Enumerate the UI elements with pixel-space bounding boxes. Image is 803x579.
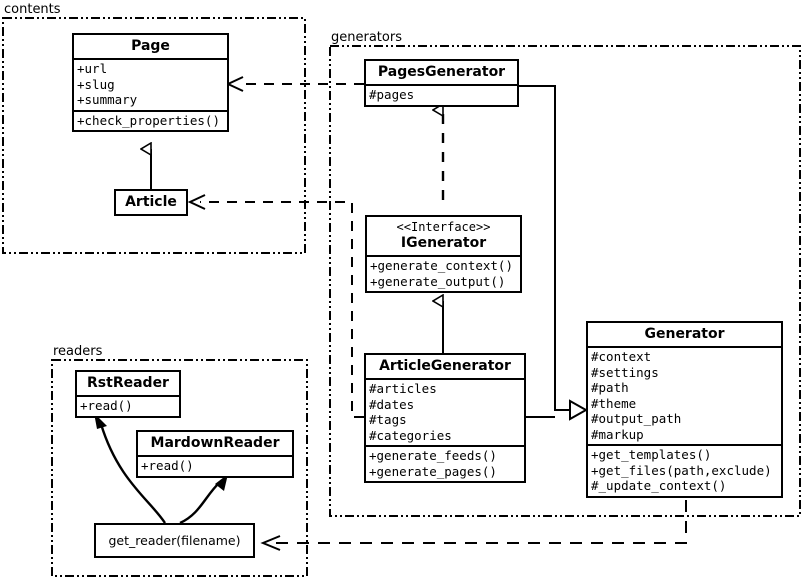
attribute: #markup [591,426,644,442]
method: +read() [80,398,133,413]
function-get-reader[interactable]: get_reader(filename) [94,523,255,558]
class-page-methods: +check_properties() [74,109,227,131]
method: #_update_context() [591,478,727,493]
package-label-contents: contents [4,2,61,17]
class-igenerator-stereotype: <<Interface>> [396,220,491,234]
class-igenerator[interactable]: <<Interface>> IGenerator +generate_conte… [365,215,522,293]
class-article-generator-attributes: #articles #dates #tags #categories [366,378,524,445]
class-pages-generator[interactable]: PagesGenerator #pages [364,59,519,107]
attribute: #pages [369,87,415,102]
class-rst-reader[interactable]: RstReader +read() [75,370,181,418]
dependency-pagesgenerator-to-page [225,76,364,92]
class-mardown-reader-name: MardownReader [150,435,280,451]
package-frame-readers [51,359,308,577]
function-get-reader-label: get_reader(filename) [108,533,241,548]
package-label-readers: readers [53,344,103,359]
class-rst-reader-name: RstReader [87,375,169,391]
class-page-name: Page [131,38,170,54]
class-pages-generator-name: PagesGenerator [377,64,506,80]
class-igenerator-name: <<Interface>> IGenerator [367,217,520,255]
class-page[interactable]: Page +url +slug +summary +check_properti… [72,33,229,132]
method: +generate_output() [370,273,506,289]
class-generator-attributes: #context #settings #path #theme #output_… [588,346,781,444]
class-article-generator-name: ArticleGenerator [379,358,511,374]
attribute: #articles [369,381,437,396]
class-generator-methods: +get_templates() +get_files(path,exclude… [588,444,781,496]
method: +generate_pages() [369,463,497,479]
attribute: #path [591,380,629,395]
class-pages-generator-attributes: #pages [366,84,517,105]
class-generator[interactable]: Generator #context #settings #path #them… [586,321,783,498]
attribute: #dates [369,396,415,412]
class-page-attributes: +url +slug +summary [74,58,227,110]
attribute: #categories [369,427,452,443]
class-generator-name: Generator [644,326,725,342]
attribute: #output_path [591,411,682,426]
class-mardown-reader[interactable]: MardownReader +read() [136,430,294,478]
dependency-articlegenerator-to-article [187,194,364,418]
class-article-generator-methods: +generate_feeds() +generate_pages() [366,445,524,481]
method: +check_properties() [77,112,220,128]
generalization-generators-to-generator [519,85,589,421]
method: +read() [141,458,194,473]
method: +get_files(path,exclude) [591,462,772,478]
package-label-generators: generators [331,30,402,45]
package-frame-contents [2,17,306,254]
dependency-generator-to-get-reader [260,500,687,551]
class-igenerator-methods: +generate_context() +generate_output() [367,255,520,291]
class-article-generator[interactable]: ArticleGenerator #articles #dates #tags … [364,353,526,483]
attribute: #theme [591,395,637,411]
class-igenerator-label: IGenerator [400,235,487,251]
dependency-get-reader-to-mardownreader [179,474,228,525]
attribute: +summary [77,92,138,107]
class-rst-reader-methods: +read() [77,395,179,416]
attribute: #context [591,349,652,364]
package-frame-generators [329,45,801,517]
attribute: +slug [77,76,115,92]
method: +generate_feeds() [369,448,497,463]
method: +generate_context() [370,258,513,273]
class-article-name: Article [125,194,177,210]
class-article[interactable]: Article [114,189,188,216]
attribute: #settings [591,364,659,380]
class-mardown-reader-methods: +read() [138,455,292,476]
attribute: #tags [369,412,407,427]
attribute: +url [77,61,108,76]
method: +get_templates() [591,447,712,462]
